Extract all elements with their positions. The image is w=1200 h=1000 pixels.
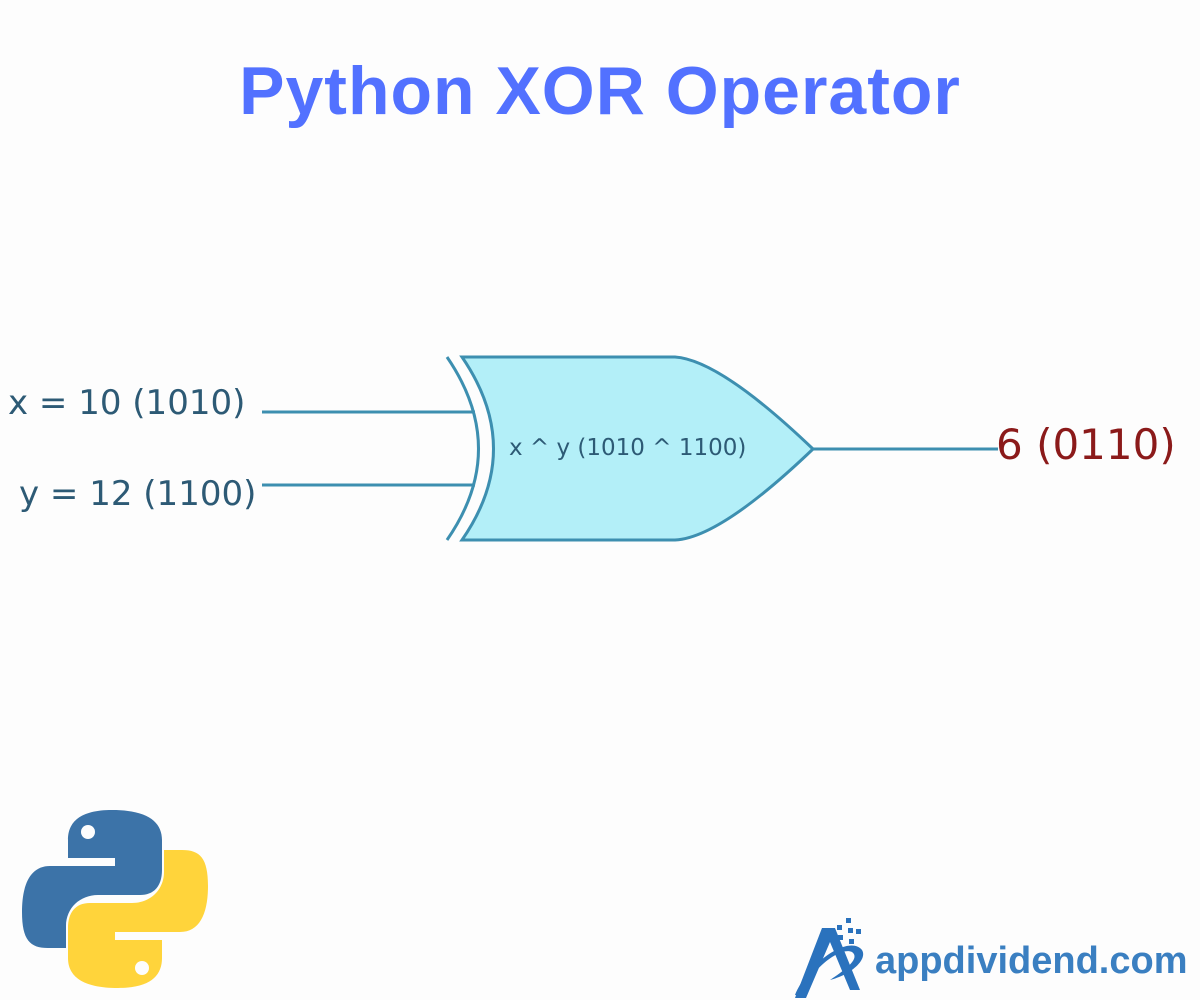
page-title: Python XOR Operator <box>239 53 961 129</box>
python-logo <box>22 810 208 988</box>
xor-extra-curve <box>445 356 480 541</box>
brand-name: appdividend.com <box>875 940 1188 982</box>
appdividend-logo <box>795 918 864 998</box>
input-y-label: y = 12 (1100) <box>19 474 257 514</box>
input-x-label: x = 10 (1010) <box>8 383 246 423</box>
gate-expression: x ^ y (1010 ^ 1100) <box>509 435 747 461</box>
xor-gate-body <box>459 355 816 542</box>
output-label: 6 (0110) <box>996 420 1176 469</box>
